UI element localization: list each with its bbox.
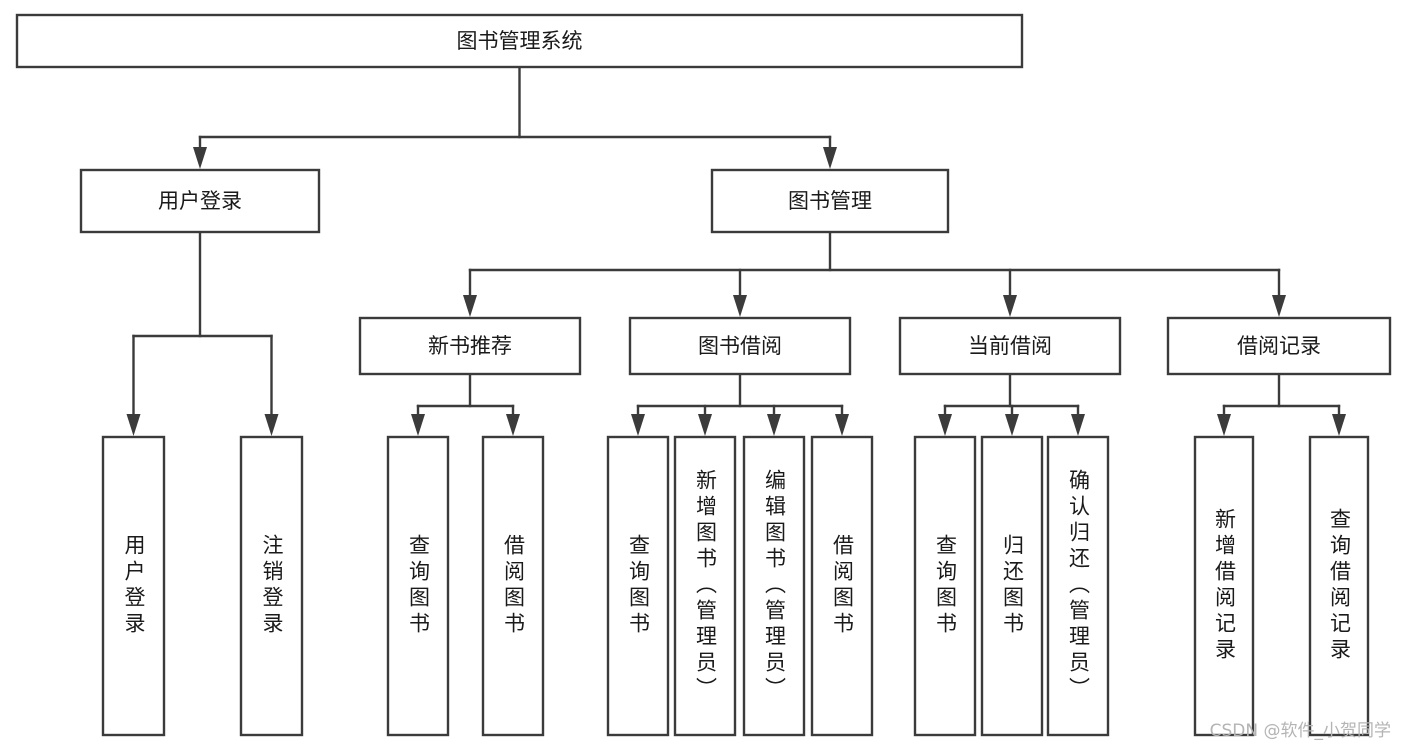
connectors-layer <box>126 65 1346 436</box>
node-leaf-box-0[interactable] <box>101 435 166 737</box>
node-leaf-box-8[interactable] <box>913 435 977 737</box>
node-leaf-box-9[interactable] <box>980 435 1044 737</box>
node-leaf-box-4[interactable] <box>606 435 670 737</box>
node-leaf-box-2[interactable] <box>386 435 450 737</box>
node-leaf-box-10[interactable] <box>1046 435 1110 737</box>
arrow-head-icon <box>1217 414 1231 436</box>
arrow-head-icon <box>823 147 837 169</box>
arrow-head-icon <box>1071 414 1085 436</box>
node-level3-label-3: 借阅记录 <box>1237 334 1321 358</box>
arrow-head-icon <box>126 414 141 436</box>
node-leaf-box-6[interactable] <box>742 435 806 737</box>
arrow-head-icon <box>835 414 849 436</box>
arrow-head-icon <box>938 414 952 436</box>
arrow-head-icon <box>1005 414 1019 436</box>
node-level2-label-0: 用户登录 <box>158 189 242 213</box>
node-level3-label-2: 当前借阅 <box>968 334 1052 358</box>
arrow-head-icon <box>411 414 425 436</box>
arrow-head-icon <box>193 147 207 169</box>
arrow-head-icon <box>767 414 781 436</box>
node-level2-box-1[interactable] <box>710 168 950 234</box>
node-level3-box-2[interactable] <box>898 316 1122 376</box>
arrow-head-icon <box>631 414 645 436</box>
node-leaf-box-5[interactable] <box>673 435 737 737</box>
arrow-head-icon <box>264 414 279 436</box>
csdn-watermark: CSDN @软件_小贺同学 <box>1209 721 1391 741</box>
node-level3-label-1: 图书借阅 <box>698 334 782 358</box>
node-level3-box-0[interactable] <box>358 316 582 376</box>
node-leaf-box-12[interactable] <box>1308 435 1370 737</box>
arrow-head-icon <box>1272 295 1286 317</box>
node-level3-box-1[interactable] <box>628 316 852 376</box>
node-root-label: 图书管理系统 <box>457 29 583 53</box>
node-level2-label-1: 图书管理 <box>788 189 872 213</box>
arrow-head-icon <box>1332 414 1346 436</box>
arrow-head-icon <box>463 295 477 317</box>
node-level3-label-0: 新书推荐 <box>428 334 512 358</box>
node-leaf-box-3[interactable] <box>481 435 545 737</box>
arrow-head-icon <box>506 414 520 436</box>
node-leaf-box-7[interactable] <box>810 435 874 737</box>
node-leaf-box-11[interactable] <box>1193 435 1255 737</box>
arrow-head-icon <box>1003 295 1017 317</box>
arrow-head-icon <box>733 295 747 317</box>
boxes-layer <box>15 13 1392 737</box>
node-level2-box-0[interactable] <box>79 168 321 234</box>
node-leaf-box-1[interactable] <box>239 435 304 737</box>
arrow-head-icon <box>698 414 712 436</box>
node-level3-box-3[interactable] <box>1166 316 1392 376</box>
node-root-box[interactable] <box>15 13 1024 69</box>
